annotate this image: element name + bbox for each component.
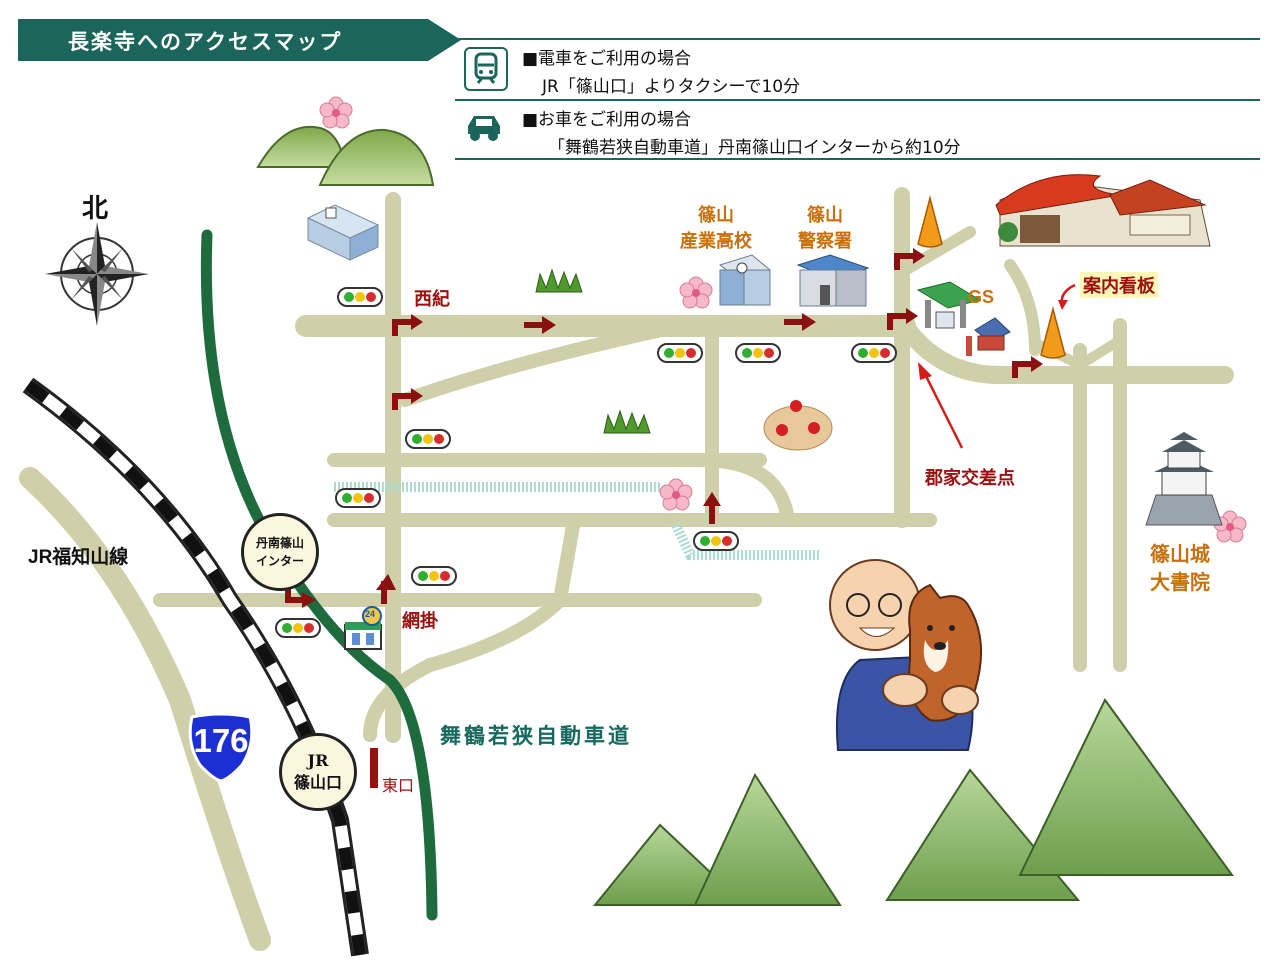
police-label: 篠山 警察署 [798,205,852,252]
route-number: 176 [193,722,249,759]
station-marker: JR 篠山口 [279,733,357,811]
train-detail: JR「篠山口」よりタクシーで10分 [542,77,801,97]
road-network [19,187,1234,951]
car-heading: ■お車をご利用の場合 [522,110,692,130]
route-shield-icon [188,713,254,783]
interchange-marker: 丹南篠山 インター [241,513,319,591]
car-detail: 「舞鶴若狭自動車道」丹南篠山口インターから約10分 [548,138,961,158]
info-middle-rule [455,99,1260,101]
temple-icon [995,174,1211,247]
gs-label: GS [968,287,995,307]
title-banner [18,19,461,61]
intersection-pointer [918,283,1076,449]
hills-illustration [256,125,435,186]
car-icon [464,108,504,148]
train-icon [464,47,508,91]
intersection-label: 郡家交差点 [925,468,1015,489]
info-bottom-rule [455,158,1260,160]
route-arrows [285,248,1043,608]
school-label: 篠山 産業高校 [680,205,752,252]
convenience-store-icon [344,606,382,650]
train-heading: ■電車をご利用の場合 [522,49,692,69]
info-top-rule [455,38,1260,40]
monk-and-dog-illustration [829,559,983,751]
canal [334,482,820,560]
hospital-icon [306,204,380,261]
jr-line-label: JR福知山線 [28,547,129,568]
north-label: 北 [82,194,109,224]
seiki-label: 西紀 [414,289,450,310]
police-icon [796,254,870,307]
page-title: 長楽寺へのアクセスマップ [68,30,343,54]
compass-icon [45,222,149,326]
mountains-illustration [592,698,1234,906]
school-icon [718,254,772,306]
signboard-label: 案内看板 [1080,272,1158,298]
shrine-icon [966,317,1011,356]
castle-icon [1145,432,1223,526]
castle-label: 篠山城 大書院 [1150,542,1210,594]
store-number: 24 [365,609,376,619]
expressway-line [200,229,438,921]
amikake-label: 網掛 [402,611,438,632]
east-exit-label: 東口 [382,776,415,795]
expressway-label: 舞鶴若狭自動車道 [440,723,632,748]
east-exit-marker [370,748,378,788]
gas-station-icon [916,281,982,329]
railway-track [22,377,369,957]
decorations [319,96,1247,543]
